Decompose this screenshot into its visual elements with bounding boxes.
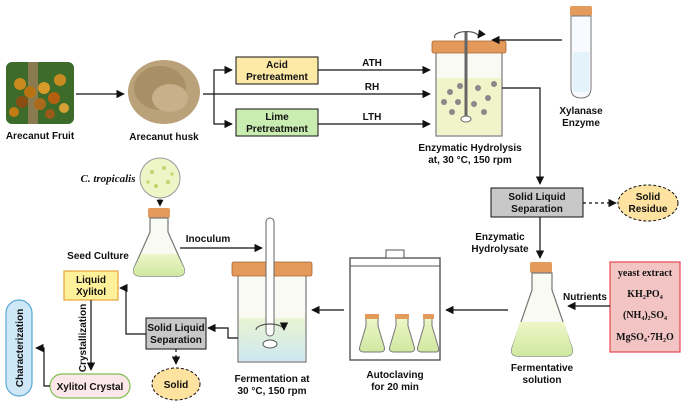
- arrow-fermenter-to-separation: [207, 323, 238, 339]
- seed-culture-flask: [133, 208, 185, 277]
- arrow-husk-to-acid: [213, 65, 233, 94]
- liquid-xylitol-line2: Xylitol: [76, 287, 106, 298]
- nutrient-list-box: [609, 261, 681, 353]
- fermenter-vessel: [231, 217, 313, 363]
- enzymatic-hydrolysate-line1: Enzymatic: [475, 232, 525, 243]
- c-tropicalis-plate: [139, 157, 181, 199]
- hydrolysis-vessel: [431, 29, 507, 137]
- c-tropicalis-label: C. tropicalis: [80, 173, 135, 185]
- arecanut-fruit-image: [6, 62, 74, 124]
- seed-culture-label: Seed Culture: [67, 251, 129, 262]
- solid-label: Solid: [164, 380, 188, 391]
- characterization-box: [5, 299, 33, 397]
- autoclave-vessel: [349, 249, 441, 361]
- separation-1-line2: Separation: [511, 204, 563, 215]
- ath-label: ATH: [362, 58, 382, 69]
- xylanase-tube: [570, 6, 592, 99]
- xylitol-crystal-label: Xylitol Crystal: [57, 382, 124, 393]
- fermentation-line2: 30 °C, 150 rpm: [237, 386, 306, 397]
- liquid-xylitol-box: [63, 270, 119, 301]
- nutrient-yeast-extract: yeast extract: [618, 268, 673, 279]
- xylanase-line2: Enzyme: [562, 118, 600, 129]
- solid-residue-line2: Residue: [629, 204, 668, 215]
- lth-label: LTH: [363, 112, 382, 123]
- arrow-husk-to-lime: [213, 94, 233, 129]
- separation-2-line1: Solid Liquid: [147, 323, 204, 334]
- enzymatic-hydrolysate-line2: Hydrolysate: [471, 244, 529, 255]
- nutrient-kh2po4: KH₂PO₄: [627, 289, 662, 300]
- arecanut-husk-image: [128, 60, 200, 124]
- fermentative-flask: [511, 262, 573, 357]
- characterization-label: Characterization: [15, 309, 26, 387]
- arrow-separation-to-liquid-xylitol: [119, 283, 146, 335]
- separation-1-line1: Solid Liquid: [508, 192, 565, 203]
- crystallization-label: Crystallization: [78, 304, 89, 372]
- arecanut-husk-label: Arecanut husk: [129, 132, 199, 143]
- nutrients-label: Nutrients: [563, 292, 607, 303]
- nutrient-mgso4: MgSO₄·7H₂O: [616, 332, 674, 343]
- rh-label: RH: [365, 82, 379, 93]
- solid-residue-oval: [617, 184, 679, 222]
- enzymatic-hydrolysis-line1: Enzymatic Hydrolysis: [418, 143, 522, 154]
- autoclaving-line1: Autoclaving: [366, 370, 423, 381]
- arrow-hydrolysis-to-separation: [502, 87, 545, 185]
- solid-residue-line1: Solid: [636, 192, 660, 203]
- lime-pretreatment-line2: Pretreatment: [246, 124, 308, 135]
- solid-oval: [151, 367, 201, 401]
- inoculum-label: Inoculum: [186, 234, 231, 245]
- acid-pretreatment-line2: Pretreatment: [246, 72, 308, 83]
- lime-pretreatment-line1: Lime: [265, 112, 289, 123]
- xylanase-line1: Xylanase: [559, 106, 603, 117]
- fermentative-solution-line2: solution: [523, 375, 562, 386]
- lime-pretreatment-box: [235, 108, 319, 137]
- arrow-crystal-to-characterization: [35, 343, 50, 387]
- acid-pretreatment-line1: Acid: [266, 60, 288, 71]
- fermentation-line1: Fermentation at: [234, 374, 310, 385]
- enzymatic-hydrolysis-line2: at, 30 °C, 150 rpm: [428, 155, 512, 166]
- arecanut-fruit-label: Arecanut Fruit: [6, 131, 75, 142]
- separation-2-line2: Separation: [150, 335, 202, 346]
- autoclaving-line2: for 20 min: [371, 382, 419, 393]
- solid-liquid-separation-1-box: [490, 187, 584, 218]
- fermentative-solution-line1: Fermentative: [511, 363, 574, 374]
- liquid-xylitol-line1: Liquid: [76, 275, 106, 286]
- nutrient-nh4so4: (NH₄)₂SO₄: [623, 310, 667, 321]
- acid-pretreatment-box: [235, 56, 319, 85]
